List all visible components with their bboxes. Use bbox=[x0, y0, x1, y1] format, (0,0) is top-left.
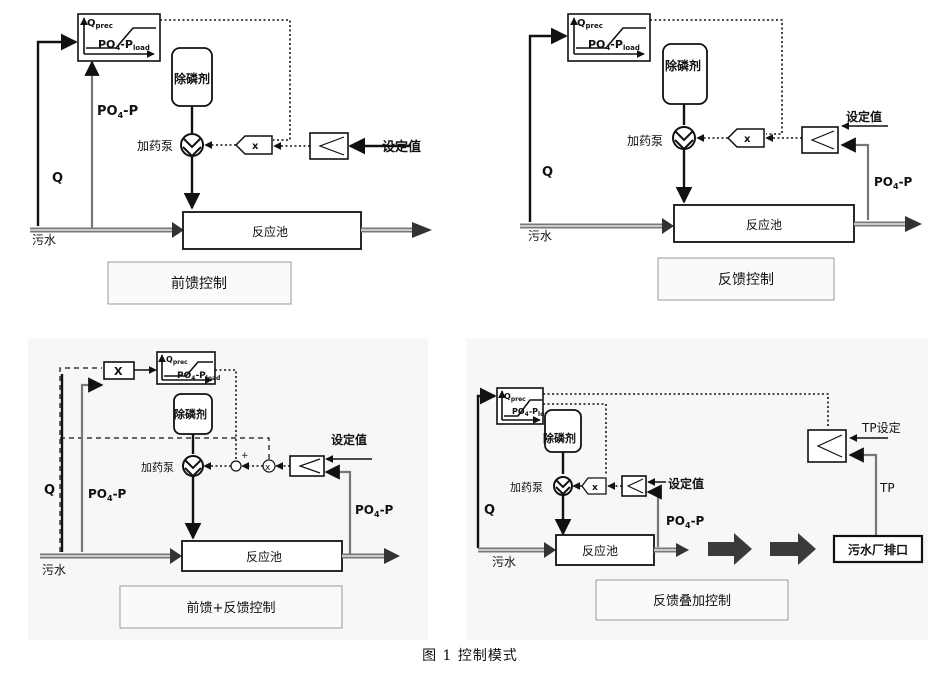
po4-load-label: PO4-Pload bbox=[177, 371, 220, 382]
pump-label: 加药泵 bbox=[137, 139, 173, 153]
reactor-tank bbox=[181, 540, 343, 572]
reactor-tank bbox=[182, 211, 362, 250]
setpoint-label: 设定值 bbox=[668, 476, 704, 491]
panel-caption-box bbox=[657, 257, 835, 301]
wastewater-label: 污水 bbox=[492, 555, 516, 569]
plus-sign: + bbox=[241, 451, 249, 461]
outlet-label: 污水厂排口 bbox=[848, 542, 908, 557]
pump-icon bbox=[180, 133, 204, 158]
multiplier-block: x bbox=[581, 477, 607, 495]
panel-feedback-superposition: Qprec PO4-Pload 除磷剂 加药泵 x 设定值 PO4-P bbox=[466, 338, 928, 640]
reactor-tank bbox=[555, 534, 655, 566]
panel-caption: 前馈+反馈控制 bbox=[187, 600, 276, 616]
figure-caption: 图 1 控制模式 bbox=[422, 648, 518, 664]
q-label: Q bbox=[44, 483, 55, 498]
panel-caption: 反馈控制 bbox=[718, 272, 774, 288]
dosing-curve-box: Qprec PO4-Pload bbox=[496, 387, 553, 425]
po4-p-label: PO4-P bbox=[355, 503, 394, 519]
setpoint-label: 设定值 bbox=[331, 432, 367, 447]
reactor-label: 反应池 bbox=[746, 217, 782, 232]
svg-text:x: x bbox=[252, 141, 259, 152]
comparator-block bbox=[801, 126, 839, 154]
q-label: Q bbox=[52, 171, 63, 186]
panel-feedforward-feedback: Qprec PO4-Pload X 除磷剂 加药泵 + x bbox=[28, 338, 428, 640]
flow-arrow bbox=[708, 533, 752, 565]
reactor-label: 反应池 bbox=[246, 549, 282, 564]
panel-caption-box bbox=[119, 585, 343, 629]
setpoint-label: 设定值 bbox=[382, 139, 421, 155]
q-prec-label: Qprec bbox=[577, 18, 603, 30]
po4-load-label: PO4-Pload bbox=[588, 38, 640, 52]
q-label: Q bbox=[542, 165, 553, 180]
panel-caption-box bbox=[595, 579, 789, 621]
tp-label: TP bbox=[879, 481, 895, 495]
svg-text:x: x bbox=[744, 134, 751, 145]
q-label: Q bbox=[484, 503, 495, 518]
pump-label: 加药泵 bbox=[627, 134, 663, 148]
svg-text:x: x bbox=[265, 463, 271, 473]
multiplier-block: x bbox=[726, 128, 765, 148]
comparator-block bbox=[289, 455, 325, 477]
chemical-label: 除磷剂 bbox=[543, 431, 576, 445]
dosing-curve-box: Qprec PO4-Pload bbox=[567, 13, 651, 62]
multiplier-block: X bbox=[103, 361, 135, 380]
q-prec-label: Qprec bbox=[87, 18, 113, 30]
pump-label: 加药泵 bbox=[141, 461, 174, 474]
reactor-label: 反应池 bbox=[252, 224, 288, 239]
reactor-label: 反应池 bbox=[582, 543, 618, 558]
pump-icon bbox=[672, 126, 696, 151]
po4-p-label: PO4-P bbox=[666, 514, 705, 530]
svg-text:x: x bbox=[592, 483, 598, 493]
wastewater-label: 污水 bbox=[32, 233, 56, 247]
po4-p-label: PO4-P bbox=[97, 104, 138, 120]
dosing-curve-box: Qprec PO4-Pload bbox=[156, 351, 220, 385]
q-prec-label: Qprec bbox=[166, 355, 188, 366]
outlet-box bbox=[832, 534, 924, 564]
panel-feedback: Qprec PO4-Pload 除磷剂 加药泵 x 设定值 PO4-P Q bbox=[520, 13, 922, 301]
pump-icon bbox=[553, 476, 573, 496]
po4-p-label-ff: PO4-P bbox=[88, 487, 127, 503]
chemical-label: 除磷剂 bbox=[174, 71, 210, 86]
summing-junction bbox=[230, 460, 242, 472]
chemical-label: 除磷剂 bbox=[174, 407, 207, 421]
setpoint-label: 设定值 bbox=[846, 109, 882, 124]
multiplier-circle: x bbox=[262, 459, 276, 473]
comparator-block bbox=[309, 132, 349, 160]
po4-load-label: PO4-Pload bbox=[98, 38, 150, 52]
tp-comparator-block bbox=[807, 429, 847, 463]
chemical-label: 除磷剂 bbox=[665, 58, 701, 73]
chemical-tank bbox=[544, 409, 582, 453]
panel-caption: 前馈控制 bbox=[171, 275, 227, 292]
dosing-curve-box: Qprec PO4-Pload bbox=[77, 13, 161, 62]
panel-feedforward: Qprec PO4-Pload 除磷剂 加药泵 x 设定值 bbox=[30, 13, 432, 305]
q-prec-label: Qprec bbox=[504, 392, 526, 403]
svg-text:X: X bbox=[114, 365, 123, 378]
multiplier-block: x bbox=[234, 135, 273, 155]
tp-setpoint-label: TP设定 bbox=[861, 420, 901, 435]
po4-p-label: PO4-P bbox=[874, 175, 913, 191]
panel-caption-box bbox=[107, 261, 292, 305]
pump-label: 加药泵 bbox=[510, 481, 543, 494]
comparator-block bbox=[621, 475, 647, 497]
wastewater-label: 污水 bbox=[42, 563, 66, 577]
panel-caption: 反馈叠加控制 bbox=[653, 594, 731, 609]
wastewater-label: 污水 bbox=[528, 229, 552, 243]
flow-arrow bbox=[770, 533, 816, 565]
chemical-tank bbox=[662, 43, 708, 105]
pump-icon bbox=[182, 455, 204, 478]
